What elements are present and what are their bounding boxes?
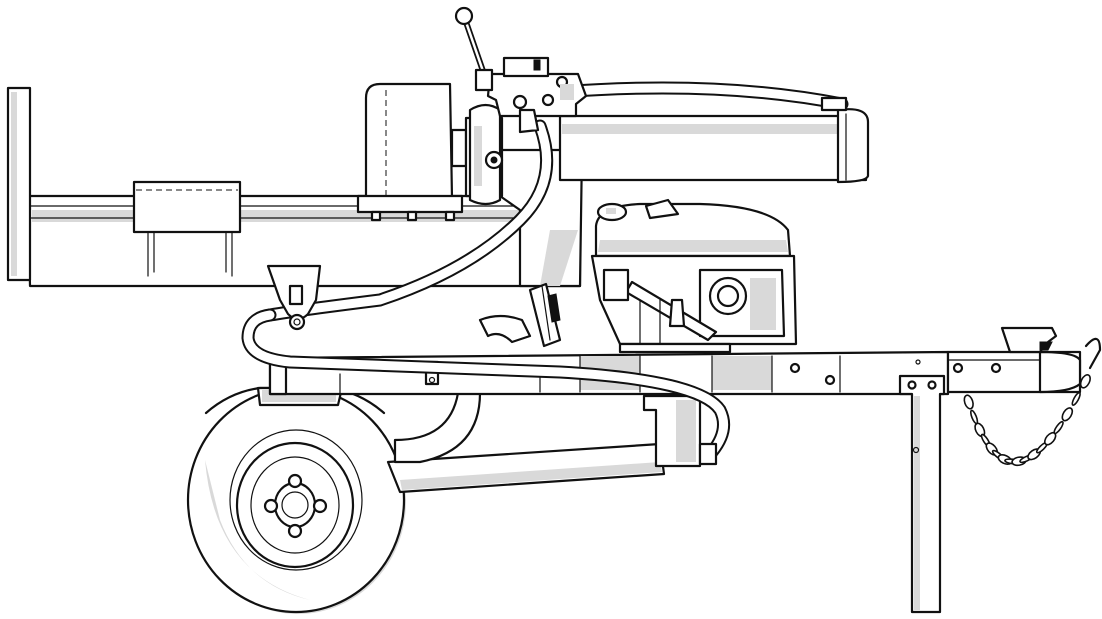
axle-arm: [386, 391, 702, 494]
wedge: [356, 82, 468, 222]
wheel: [186, 386, 406, 614]
chain-link: [1071, 391, 1081, 406]
hitch-coupler: [1000, 326, 1058, 354]
gas-engine: [590, 198, 798, 354]
fuel-cap: [596, 198, 680, 222]
log-cradle: [132, 180, 242, 277]
chain-link: [963, 394, 974, 410]
chain-link: [1079, 373, 1091, 389]
control-valve: [486, 56, 588, 134]
tongue: [946, 337, 1102, 394]
hydraulic-cylinder: [558, 108, 870, 184]
support-stand: [898, 374, 946, 614]
beam-lock-latch: [478, 282, 562, 348]
hub: [235, 441, 355, 569]
end-plate: [6, 86, 32, 282]
hydraulic-pump: [464, 103, 504, 206]
chain-link: [1053, 420, 1064, 435]
safety-chain: [963, 373, 1091, 467]
chain-link: [1061, 407, 1074, 422]
hydraulic-hoses: [241, 81, 849, 466]
hose-clamps: [266, 264, 322, 331]
chain-link: [970, 409, 979, 425]
control-lever: [454, 6, 494, 92]
